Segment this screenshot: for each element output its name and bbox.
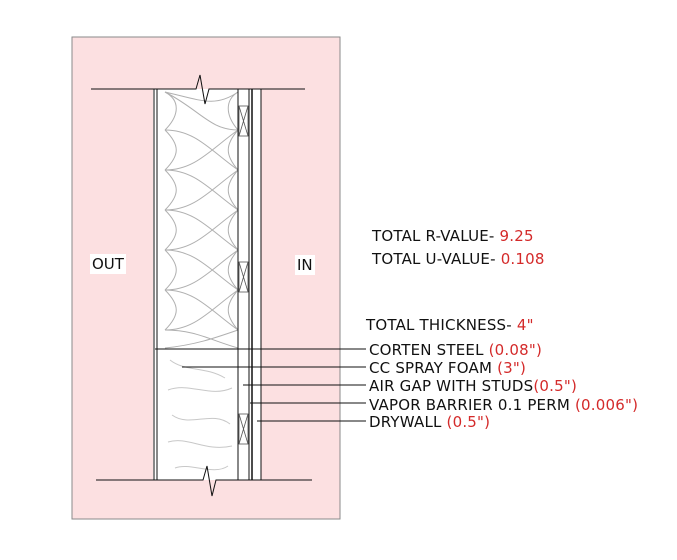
layer-name: CC SPRAY FOAM	[369, 359, 493, 377]
total-u-value: TOTAL U-VALUE- 0.108	[372, 250, 545, 268]
break-line-top	[91, 74, 305, 105]
layer-name: DRYWALL	[369, 413, 442, 431]
total-u-value-number: 0.108	[500, 250, 545, 268]
layer-name: VAPOR BARRIER 0.1 PERM	[369, 396, 571, 414]
leader-lines	[155, 348, 366, 422]
layer-thickness: (0.5")	[446, 413, 491, 431]
stud-markers	[238, 105, 249, 445]
total-thickness-number: 4"	[516, 316, 534, 334]
total-r-value-label: TOTAL R-VALUE-	[372, 227, 495, 245]
layer-name: AIR GAP WITH STUDS	[369, 377, 534, 395]
spray-foam-pattern	[167, 359, 233, 471]
total-r-value-number: 9.25	[499, 227, 534, 245]
layer-thickness: (0.5")	[533, 377, 578, 395]
layer-name: CORTEN STEEL	[369, 341, 484, 359]
layer-thickness: (3")	[497, 359, 527, 377]
layer-label-drywall: DRYWALL (0.5")	[369, 413, 490, 431]
insulation-pattern	[164, 91, 239, 349]
layer-label-vapor-barrier: VAPOR BARRIER 0.1 PERM (0.006")	[369, 396, 638, 414]
total-thickness: TOTAL THICKNESS- 4"	[366, 316, 534, 334]
total-u-value-label: TOTAL U-VALUE-	[372, 250, 496, 268]
inside-label: IN	[295, 255, 315, 275]
wall-layer-lines	[153, 89, 262, 480]
break-line-bottom	[96, 465, 312, 497]
total-r-value: TOTAL R-VALUE- 9.25	[372, 227, 534, 245]
layer-thickness: (0.08")	[488, 341, 543, 359]
layer-thickness: (0.006")	[574, 396, 639, 414]
layer-label-air-gap: AIR GAP WITH STUDS(0.5")	[369, 377, 577, 395]
outside-label: OUT	[90, 254, 126, 274]
total-thickness-label: TOTAL THICKNESS-	[366, 316, 512, 334]
wall-body	[153, 89, 261, 480]
layer-label-corten-steel: CORTEN STEEL (0.08")	[369, 341, 542, 359]
layer-label-spray-foam: CC SPRAY FOAM (3")	[369, 359, 526, 377]
